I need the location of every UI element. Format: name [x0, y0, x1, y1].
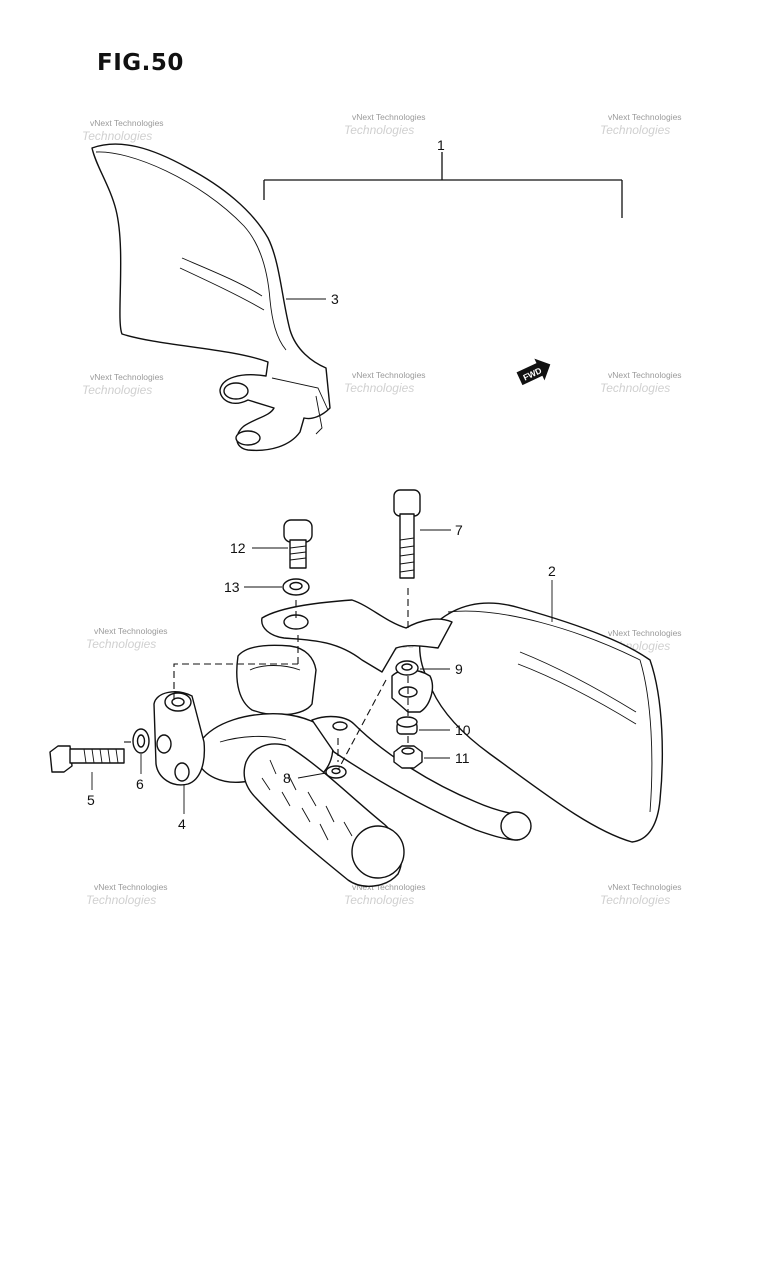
svg-text:Technologies: Technologies: [600, 123, 670, 137]
callout-11: 11: [455, 750, 470, 766]
callout-13: 13: [224, 579, 240, 595]
svg-text:Technologies: Technologies: [600, 381, 670, 395]
svg-text:vNext Technologies: vNext Technologies: [608, 370, 682, 380]
watermark: Technologies vNext Technologies: [86, 882, 168, 907]
svg-text:vNext Technologies: vNext Technologies: [94, 882, 168, 892]
bolt-5: [49, 745, 125, 773]
bolt-7: [393, 489, 421, 579]
nut-11: [393, 745, 423, 769]
lever-holder-assembly: [153, 644, 532, 887]
callout-2: 2: [548, 563, 556, 579]
figure-title: FIG.50: [97, 50, 184, 76]
watermark: Technologies vNext Technologies: [82, 118, 164, 143]
svg-text:vNext Technologies: vNext Technologies: [352, 370, 426, 380]
callout-labels: 1 2 3 4 5 6 7 8 9 10 11 12 13: [87, 137, 556, 832]
washer-13: [282, 578, 310, 596]
svg-text:vNext Technologies: vNext Technologies: [608, 112, 682, 122]
svg-text:Technologies: Technologies: [344, 381, 414, 395]
svg-text:vNext Technologies: vNext Technologies: [608, 882, 682, 892]
callout-10: 10: [455, 722, 471, 738]
assembly-bracket: [263, 152, 623, 218]
collar-10: [396, 716, 418, 735]
assembly-lines: [124, 588, 409, 771]
callout-4: 4: [178, 816, 186, 832]
callout-9: 9: [455, 661, 463, 677]
watermark: Technologies vNext Technologies: [600, 882, 682, 907]
leader-lines: [91, 298, 553, 814]
svg-text:Technologies: Technologies: [82, 383, 152, 397]
callout-8: 8: [283, 770, 291, 786]
callout-5: 5: [87, 792, 95, 808]
fwd-arrow-icon: FWD: [516, 358, 551, 386]
callout-7: 7: [455, 522, 463, 538]
svg-text:Technologies: Technologies: [344, 893, 414, 907]
washer-9: [395, 660, 419, 676]
bolt-12: [283, 519, 313, 569]
watermark: Technologies vNext Technologies: [82, 372, 164, 397]
svg-text:Technologies: Technologies: [82, 129, 152, 143]
hand-guard-left: [91, 143, 331, 452]
svg-text:Technologies: Technologies: [86, 893, 156, 907]
svg-text:Technologies: Technologies: [86, 637, 156, 651]
svg-text:vNext Technologies: vNext Technologies: [90, 118, 164, 128]
svg-text:vNext Technologies: vNext Technologies: [352, 112, 426, 122]
watermark: Technologies vNext Technologies: [86, 626, 168, 651]
watermark: Technologies vNext Technologies: [600, 370, 682, 395]
washer-6: [132, 728, 150, 754]
watermark: Technologies vNext Technologies: [344, 882, 426, 907]
svg-text:vNext Technologies: vNext Technologies: [352, 882, 426, 892]
svg-text:vNext Technologies: vNext Technologies: [608, 628, 682, 638]
callout-12: 12: [230, 540, 246, 556]
svg-text:vNext Technologies: vNext Technologies: [94, 626, 168, 636]
hand-guard-right: [261, 599, 663, 843]
callout-1: 1: [437, 137, 445, 153]
watermark: Technologies vNext Technologies: [344, 112, 426, 137]
callout-6: 6: [136, 776, 144, 792]
svg-text:vNext Technologies: vNext Technologies: [90, 372, 164, 382]
watermark: Technologies vNext Technologies: [344, 370, 426, 395]
svg-text:Technologies: Technologies: [600, 893, 670, 907]
watermark: Technologies vNext Technologies: [600, 112, 682, 137]
callout-3: 3: [331, 291, 339, 307]
svg-text:Technologies: Technologies: [344, 123, 414, 137]
